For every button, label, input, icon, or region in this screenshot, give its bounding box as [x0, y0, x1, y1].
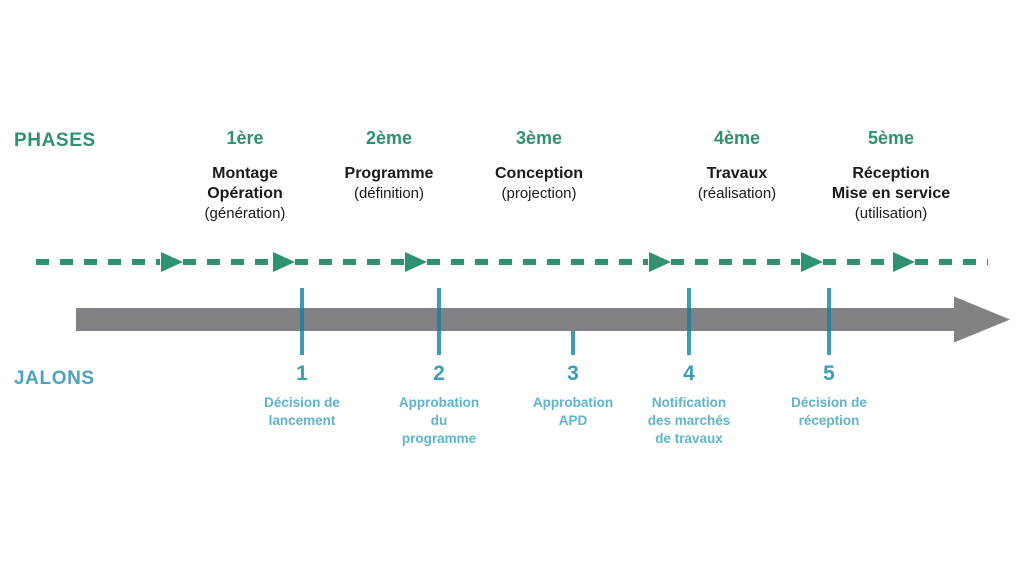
milestone-column-2: 2 Approbation du programme — [339, 362, 539, 448]
phase-title-line1: Montage — [212, 165, 278, 182]
milestone-label: Décision de lancement — [202, 394, 402, 430]
milestone-label: Notification des marchés de travaux — [589, 394, 789, 448]
milestone-label-line: de travaux — [655, 431, 723, 446]
milestone-column-4: 4 Notification des marchés de travaux — [589, 362, 789, 448]
phase-title-line2: Mise en service — [831, 185, 951, 202]
milestone-column-3: 3 Approbation APD — [473, 362, 673, 430]
milestone-label-line: Notification — [651, 395, 727, 410]
milestone-label-line: des marchés — [647, 413, 731, 428]
phases-row-heading: PHASES — [14, 130, 96, 151]
phase-ordinal: 2ème — [365, 128, 413, 148]
phase-arrowhead — [273, 252, 295, 272]
milestone-tick-marks — [300, 288, 831, 355]
phase-column-3: 3ème Conception (projection) — [409, 128, 669, 204]
phase-ordinal: 1ère — [226, 128, 264, 148]
phase-column-2: 2ème Programme (définition) — [259, 128, 519, 204]
milestone-label-line: APD — [558, 413, 588, 428]
phase-title-line1: Travaux — [706, 165, 768, 182]
timeline-gray-arrow — [76, 296, 1010, 343]
milestone-label-line: Décision de — [264, 395, 340, 410]
phase-arrowhead — [801, 252, 823, 272]
milestone-label-line: lancement — [268, 413, 336, 428]
phase-subtitle: (utilisation) — [854, 205, 928, 222]
milestone-label-line: Décision de — [791, 395, 867, 410]
milestone-label-line: programme — [401, 431, 477, 446]
phase-title-line1: Conception — [495, 165, 583, 182]
milestone-number: 2 — [433, 362, 445, 385]
milestone-number: 4 — [683, 362, 695, 385]
phase-subtitle: (réalisation) — [697, 185, 777, 202]
milestone-column-1: 1 Décision de lancement — [202, 362, 402, 430]
phase-progression-dashed-arrow — [36, 252, 988, 272]
phase-arrowhead — [893, 252, 915, 272]
phase-column-4: 4ème Travaux (réalisation) — [607, 128, 867, 204]
phase-arrowhead — [405, 252, 427, 272]
milestone-label: Décision de réception — [729, 394, 929, 430]
milestone-label-line: du — [430, 413, 448, 428]
milestone-label-line: Approbation — [398, 395, 480, 410]
phase-title-line1: Réception — [852, 165, 930, 182]
phase-subtitle: (projection) — [501, 185, 577, 202]
milestone-number: 3 — [567, 362, 579, 385]
phase-column-1: 1ère Montage Opération (génération) — [115, 128, 375, 224]
milestone-column-5: 5 Décision de réception — [729, 362, 929, 430]
phase-arrowhead — [649, 252, 671, 272]
timeline-arrow-shape — [76, 296, 1010, 343]
milestone-label-line: Approbation — [532, 395, 614, 410]
jalons-row-heading: JALONS — [14, 368, 95, 389]
phase-arrowhead — [161, 252, 183, 272]
phase-title-line2: Opération — [207, 185, 283, 202]
milestone-label-line: réception — [798, 413, 860, 428]
phase-column-5: 5ème Réception Mise en service (utilisat… — [761, 128, 1021, 224]
phase-ordinal: 5ème — [867, 128, 915, 148]
phase-ordinal: 3ème — [515, 128, 563, 148]
phase-ordinal: 4ème — [713, 128, 761, 148]
milestone-label: Approbation du programme — [339, 394, 539, 448]
milestone-label: Approbation APD — [473, 394, 673, 430]
phase-subtitle: (génération) — [204, 205, 286, 222]
milestone-number: 5 — [823, 362, 835, 385]
phase-subtitle: (définition) — [353, 185, 425, 202]
milestone-number: 1 — [296, 362, 308, 385]
phase-title-line1: Programme — [344, 165, 434, 182]
